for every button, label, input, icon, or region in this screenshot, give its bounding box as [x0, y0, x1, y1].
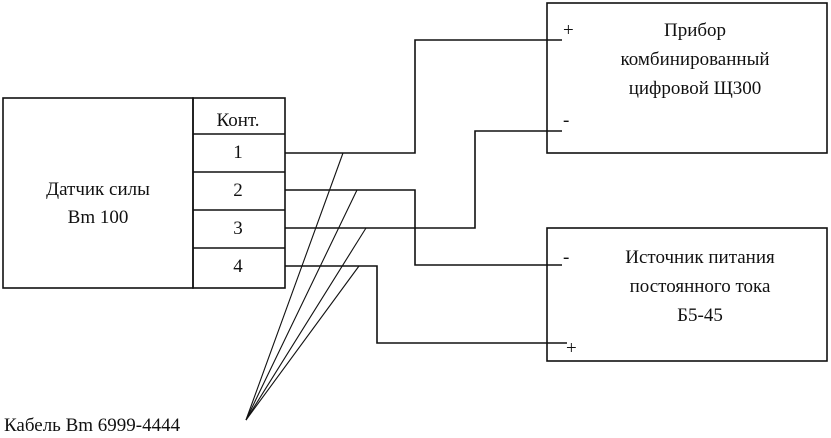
- contact-pin-3: 3: [233, 218, 243, 239]
- power-supply-box: [546, 227, 828, 362]
- contact-pin-2: 2: [233, 180, 243, 201]
- meter-block: Прибор комбинированный цифровой Щ300 + -: [546, 2, 828, 154]
- wires: [285, 39, 567, 344]
- meter-plus-terminal: +: [563, 20, 574, 41]
- power-supply-minus-terminal: -: [563, 247, 569, 268]
- meter-label-line1: Прибор: [664, 20, 726, 41]
- contact-pin-1: 1: [233, 142, 243, 163]
- wire-pin3-to-meter-minus: [285, 130, 562, 229]
- cable-leader-line: [245, 152, 344, 421]
- meter-label-line2: комбинированный: [620, 49, 769, 70]
- cable-leader-line: [245, 227, 367, 421]
- power-supply-block: Источник питания постоянного тока Б5-45 …: [546, 227, 828, 362]
- power-supply-label-line2: постоянного тока: [630, 276, 771, 297]
- cable-leader-line: [245, 265, 360, 421]
- contacts-table: Конт. 1 2 3 4: [192, 97, 286, 289]
- power-supply-label-line3: Б5-45: [677, 305, 723, 326]
- wire-pin1-to-meter-plus: [285, 39, 562, 154]
- meter-label-line3: цифровой Щ300: [629, 78, 762, 99]
- power-supply-label-line1: Источник питания: [625, 247, 775, 268]
- cable-leaders: [245, 152, 367, 421]
- sensor-block: Датчик силы Bm 100: [2, 97, 194, 289]
- wire-pin4-to-supply-plus: [285, 265, 567, 344]
- sensor-label-line1: Датчик силы: [46, 179, 150, 200]
- power-supply-plus-terminal: +: [566, 338, 577, 359]
- cable-label: Кабель Bm 6999-4444: [4, 415, 181, 436]
- contacts-header: Конт.: [216, 110, 259, 131]
- contacts-box: [192, 97, 286, 289]
- sensor-label-line2: Bm 100: [68, 207, 129, 228]
- meter-minus-terminal: -: [563, 110, 569, 131]
- contact-pin-4: 4: [233, 256, 243, 277]
- meter-box: [546, 2, 828, 154]
- cable-leader-line: [245, 189, 358, 421]
